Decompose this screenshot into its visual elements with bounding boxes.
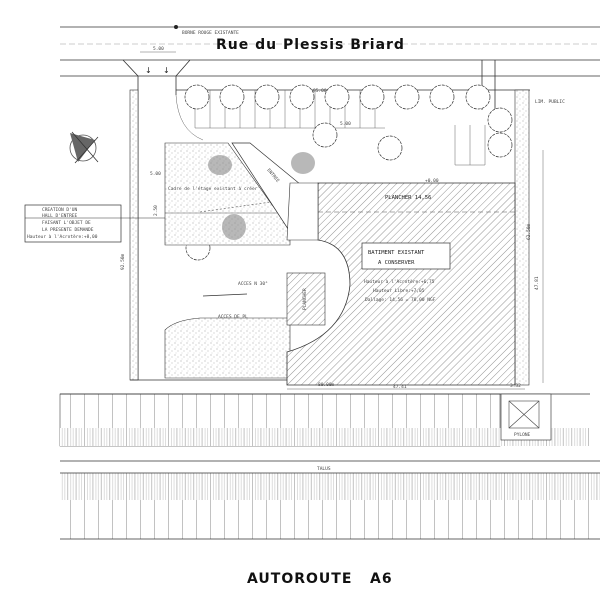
talus-label: TALUS <box>317 466 331 472</box>
plancher-label: PLANCHER <box>302 288 308 310</box>
left-side-dim: 92.50m <box>120 253 126 270</box>
bottom-dimensions: 80.00m 47.41 3.32 <box>287 382 525 390</box>
entry-width-dim: 5.00 <box>153 46 164 52</box>
building-spec: Dallage: 14,56 = 78,00 NGF <box>365 297 436 303</box>
bottom-mid-dim: 47.41 <box>393 384 407 390</box>
parking-dim: 5.00 <box>150 171 161 177</box>
boundary-marker-icon <box>174 25 178 29</box>
street: BORNE ROUGE EXISTANTE Rue du Plessis Bri… <box>60 25 600 380</box>
shrub-icon <box>222 214 246 240</box>
right-side-dim-2: 47.81 <box>534 276 540 290</box>
note-line: CREATION D'UN <box>42 207 78 213</box>
tree-icon <box>184 84 210 110</box>
note-box: CREATION D'UN HALL D'ENTREE FAISANT L'OB… <box>24 204 165 243</box>
access-label: ACCES DE PL <box>218 314 248 320</box>
tree-icon <box>487 107 513 133</box>
access-label: ACCES N 30° <box>238 281 268 287</box>
cadre-label: Cadre de l'étage existant à créer <box>168 185 258 192</box>
tree-icon <box>324 84 350 110</box>
bottom-right-dim: 3.32 <box>510 383 521 389</box>
parking-dim: 5.00 <box>340 121 351 127</box>
top-caption: BORNE ROUGE EXISTANTE <box>182 30 239 36</box>
lawn-area <box>164 142 315 379</box>
existing-building: PLANCHER 14,56 BATIMENT EXISTANT A CONSE… <box>202 182 516 386</box>
hall-block <box>286 272 326 326</box>
tree-icon <box>465 84 491 110</box>
tree-icon <box>359 84 385 110</box>
note-line: Hauteur à l'Acrotère:+8,00 <box>27 233 98 240</box>
shrub-icon <box>291 152 315 174</box>
pylone-icon <box>508 400 540 429</box>
note-line: FAISANT L'OBJET DE <box>42 220 91 226</box>
tree-icon <box>289 84 315 110</box>
tree-icon <box>377 135 403 161</box>
plancher-level: PLANCHER 14,56 <box>385 195 431 201</box>
tree-icon <box>429 84 455 110</box>
bottom-left-dim: 80.00m <box>318 382 335 388</box>
tree-icon <box>487 132 513 158</box>
tree-icon <box>312 122 338 148</box>
note-line: HALL D'ENTREE <box>42 213 78 219</box>
note-line: LA PRESENTE DEMANDE <box>42 227 94 233</box>
building-label-line1: BATIMENT EXISTANT <box>368 250 425 256</box>
street-title: Rue du Plessis Briard <box>216 37 405 53</box>
tree-icon <box>254 84 280 110</box>
right-side-dim: 62.50m <box>526 223 532 240</box>
arrow-down-icon: ↓ <box>145 66 152 75</box>
public-limit-label: LIM. PUBLIC <box>535 99 565 105</box>
shrub-icon <box>208 155 232 175</box>
embankment: PYLONE TALUS <box>59 393 600 540</box>
highway-title: AUTOROUTE A6 <box>247 571 393 587</box>
tree-row <box>173 84 513 376</box>
building-spec: Hauteur à l'Acrotère:+6,75 <box>364 278 435 285</box>
tree-icon <box>219 84 245 110</box>
arrow-down-icon: ↓ <box>163 66 170 75</box>
north-arrow-icon <box>69 131 99 164</box>
building-spec: Hauteur Libre:+7,05 <box>373 288 425 294</box>
level-dim: +0.00 <box>425 178 439 184</box>
building-label-line2: A CONSERVER <box>378 260 415 266</box>
small-dim: 2.50 <box>153 205 159 216</box>
tree-icon <box>394 84 420 110</box>
pylone-label: PYLONE <box>514 432 531 438</box>
top-frontage-dim: 85.00m <box>313 88 330 94</box>
